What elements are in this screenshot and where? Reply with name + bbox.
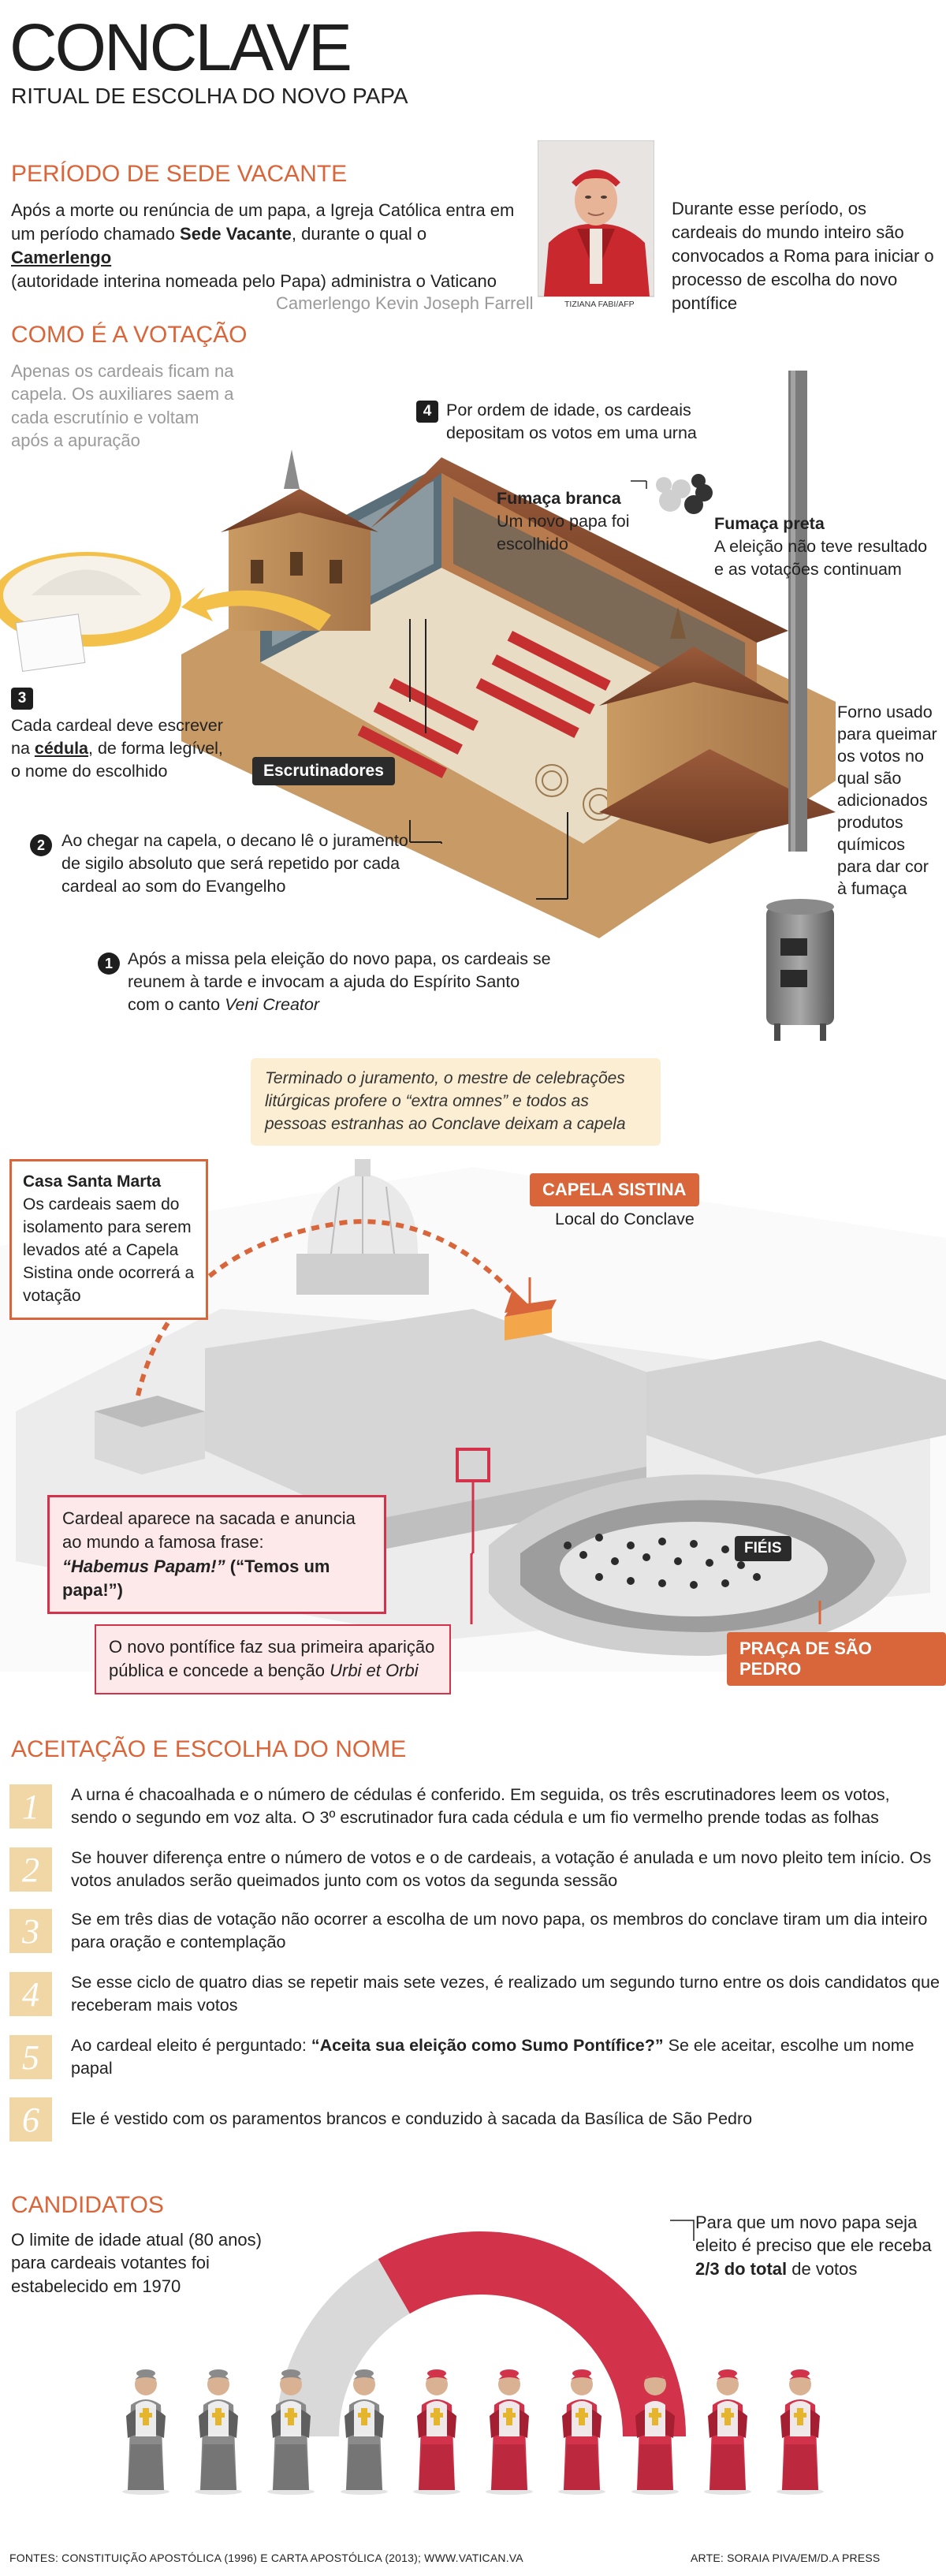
aceitacao-step-4: 4 Se esse ciclo de quatro dias se repeti… xyxy=(9,1971,940,2017)
photo-caption: Camerlengo Kevin Joseph Farrell xyxy=(276,293,534,313)
sistine-chapel-illustration xyxy=(0,300,946,1135)
cardinal-figure-gray xyxy=(263,2350,318,2496)
cardinal-figure-gray xyxy=(191,2350,246,2496)
step-number: 3 xyxy=(9,1909,52,1954)
cardinal-figure-red xyxy=(409,2350,464,2496)
candidatos-left-text: O limite de idade atual (80 anos) para c… xyxy=(11,2230,262,2296)
fieis-tag: FIÉIS xyxy=(735,1536,791,1561)
step-text: Se em três dias de votação não ocorrer a… xyxy=(71,1910,928,1952)
step-badge-4: 4 xyxy=(416,401,438,423)
step-badge-2: 2 xyxy=(30,834,52,856)
escrutinadores-tag: Escrutinadores xyxy=(252,757,395,785)
gauge-leader xyxy=(670,2220,695,2241)
step-badge-3: 3 xyxy=(11,688,33,710)
step-number: 2 xyxy=(9,1847,52,1892)
cardinal-figure-gray xyxy=(337,2350,392,2496)
capela-sistina-tag: CAPELA SISTINA xyxy=(530,1173,699,1206)
page-title: CONCLAVE xyxy=(9,10,352,84)
cardinals-row xyxy=(118,2350,828,2496)
step-3-text: Cada cardeal deve escrever na cédula, de… xyxy=(11,716,223,781)
casa-santa-marta-box: Casa Santa Marta Os cardeais saem do iso… xyxy=(9,1159,208,1320)
pontifice-box: O novo pontífice faz sua primeira apariç… xyxy=(95,1624,451,1694)
praca-sao-pedro-tag: PRAÇA DE SÃO PEDRO xyxy=(727,1632,946,1686)
camerlengo-photo: TIZIANA FABI/AFP xyxy=(537,140,655,312)
section-heading-sede-vacante: PERÍODO DE SEDE VACANTE xyxy=(11,161,348,187)
aceitacao-step-5: 5 Ao cardeal eleito é perguntado: “Aceit… xyxy=(9,2034,940,2080)
section-heading-votacao: COMO É A VOTAÇÃO xyxy=(11,322,248,348)
step-number: 6 xyxy=(9,2097,52,2142)
aceitacao-step-1: 1 A urna é chacoalhada e o número de céd… xyxy=(9,1784,940,1829)
page-subtitle: RITUAL DE ESCOLHA DO NOVO PAPA xyxy=(11,84,408,108)
footer-credits: ARTE: SORAIA PIVA/EM/D.A PRESS xyxy=(691,2552,881,2564)
sede-vacante-text: Após a morte ou renúncia de um papa, a I… xyxy=(11,200,515,291)
juramento-note: Terminado o juramento, o mestre de celeb… xyxy=(251,1058,661,1146)
step-text: Ele é vestido com os paramentos brancos … xyxy=(71,2109,753,2129)
votacao-intro: Apenas os cardeais ficam na capela. Os a… xyxy=(11,361,234,451)
cardinal-figure-red xyxy=(554,2350,609,2496)
sacada-box: Cardeal aparece na sacada e anuncia ao m… xyxy=(47,1495,386,1615)
step-2-text: Ao chegar na capela, o decano lê o juram… xyxy=(61,831,408,897)
step-number: 4 xyxy=(9,1972,52,2017)
fumaca-branca: Fumaça branca Um novo papa foi escolhido xyxy=(497,489,630,554)
cardinal-figure-gray xyxy=(118,2350,173,2496)
footer-sources: FONTES: CONSTITUIÇÃO APOSTÓLICA (1996) E… xyxy=(9,2552,523,2564)
section-heading-aceitacao: ACEITAÇÃO E ESCOLHA DO NOME xyxy=(11,1736,407,1762)
capela-sistina-subtitle: Local do Conclave xyxy=(555,1210,695,1228)
step-number: 5 xyxy=(9,2035,52,2080)
step-number: 1 xyxy=(9,1784,52,1829)
step-4-text: Por ordem de idade, os cardeais deposita… xyxy=(446,401,697,443)
cardinal-figure-red xyxy=(628,2350,683,2496)
aceitacao-step-2: 2 Se houver diferença entre o número de … xyxy=(9,1847,940,1892)
cardinal-figure-red xyxy=(700,2350,755,2496)
candidatos-right-text: Para que um novo papa seja eleito é prec… xyxy=(695,2213,932,2279)
fumaca-preta: Fumaça preta A eleição não teve resultad… xyxy=(714,514,928,579)
step-badge-1: 1 xyxy=(98,952,120,975)
step-text: Se houver diferença entre o número de vo… xyxy=(71,1848,932,1891)
section-heading-candidatos: CANDIDATOS xyxy=(11,2192,164,2218)
cardinal-figure-red xyxy=(482,2350,537,2496)
forno-text: Forno usado para queimar os votos no qua… xyxy=(837,703,937,898)
aceitacao-step-6: 6 Ele é vestido com os paramentos branco… xyxy=(9,2097,940,2142)
step-text: A urna é chacoalhada e o número de cédul… xyxy=(71,1785,890,1828)
sede-vacante-right-text: Durante esse período, os cardeais do mun… xyxy=(672,199,934,313)
step-text: Ao cardeal eleito é perguntado: “Aceita … xyxy=(71,2036,914,2078)
step-1-text: Após a missa pela eleição do novo papa, … xyxy=(128,949,551,1015)
cardinal-figure-red xyxy=(773,2350,828,2496)
photo-credit: TIZIANA FABI/AFP xyxy=(564,300,635,309)
step-text: Se esse ciclo de quatro dias se repetir … xyxy=(71,1973,940,2015)
aceitacao-step-3: 3 Se em três dias de votação não ocorrer… xyxy=(9,1908,940,1954)
